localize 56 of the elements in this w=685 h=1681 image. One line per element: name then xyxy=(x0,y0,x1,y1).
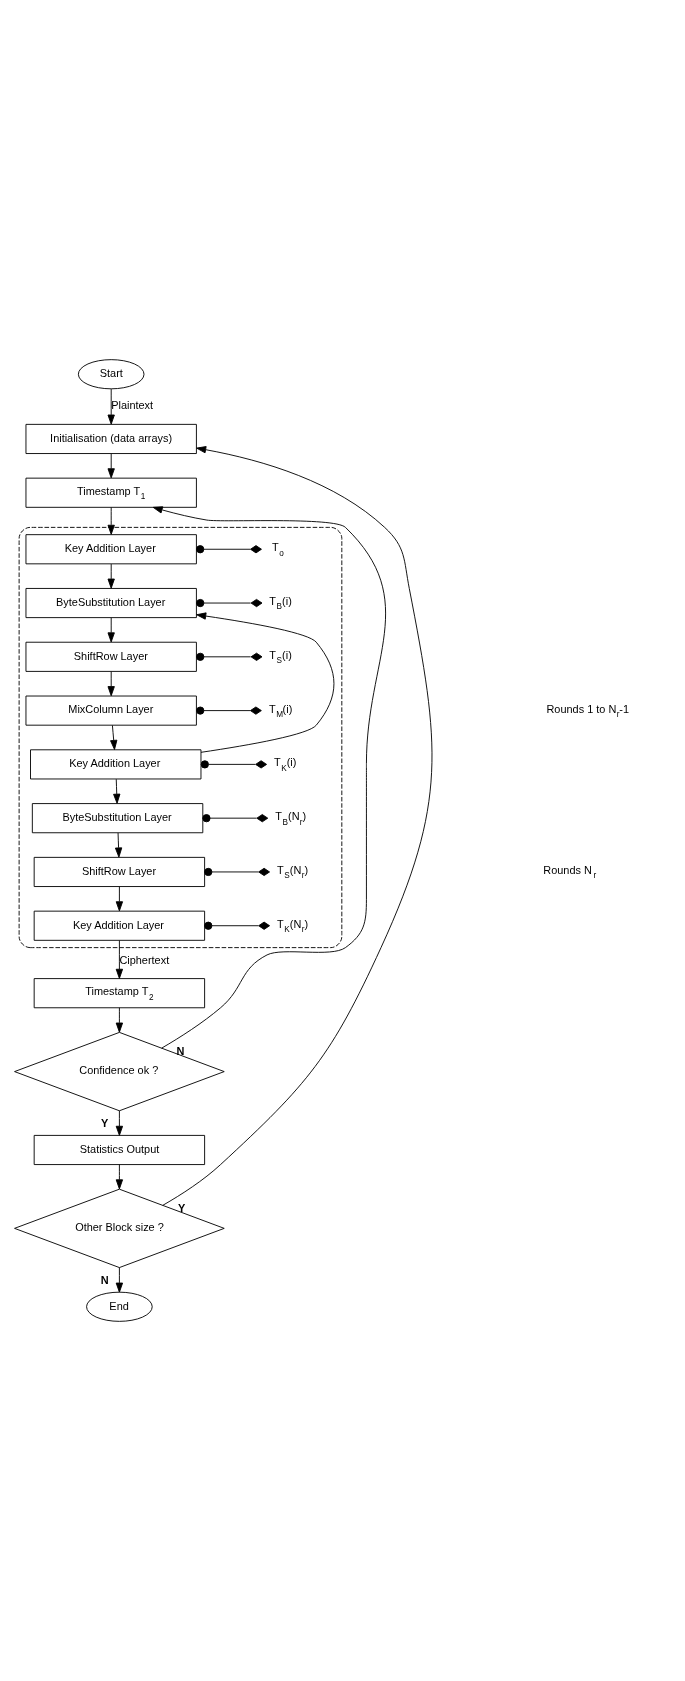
node-ellipse: End xyxy=(86,1291,153,1322)
arrow xyxy=(107,617,115,643)
connector xyxy=(196,652,263,661)
node-text: T$_{B}$(N$_{r}$) xyxy=(275,810,307,827)
edge-label: Ciphertext xyxy=(119,953,170,966)
connector xyxy=(204,921,271,930)
connector xyxy=(196,706,262,715)
edge-label: N xyxy=(100,1273,109,1286)
arrow xyxy=(107,453,115,479)
arrow xyxy=(115,1164,124,1190)
edge-label: N xyxy=(176,1045,185,1058)
node-box: ByteSubstitution Layer xyxy=(25,588,197,619)
node-box: Key Addition Layer xyxy=(33,910,206,941)
arrow xyxy=(152,506,387,1049)
arrow xyxy=(115,1007,124,1033)
arrow xyxy=(115,940,124,979)
connector xyxy=(204,867,271,877)
arrow xyxy=(107,563,115,589)
node-box: Timestamp T$_{2}$ xyxy=(33,978,206,1009)
arrow xyxy=(110,724,118,750)
node-ellipse: Start xyxy=(77,359,145,390)
arrow xyxy=(115,1110,124,1136)
node-text: T$_{K}$(i) xyxy=(273,756,297,773)
edge-label: Y xyxy=(178,1202,186,1215)
connector xyxy=(196,598,263,608)
connector xyxy=(196,545,262,554)
node-box: ByteSubstitution Layer xyxy=(31,803,204,834)
arrow xyxy=(114,832,123,858)
arrow xyxy=(107,671,115,697)
node-text: T$_{S}$(N$_{r}$) xyxy=(277,863,309,881)
arrow xyxy=(196,612,335,753)
arrow xyxy=(115,1267,124,1293)
node-box: ShiftRow Layer xyxy=(25,641,197,672)
label: Rounds 1 to N$_{r}$-1 xyxy=(546,702,630,720)
node-text: T$_{B}$(i) xyxy=(269,594,292,612)
label: Rounds N$_{r}$ xyxy=(543,863,597,881)
node-box: Statistics Output xyxy=(33,1134,206,1165)
arrow xyxy=(162,446,433,1206)
node-box: MixColumn Layer xyxy=(25,695,197,726)
arrow xyxy=(107,507,115,535)
node-box: Key Addition Layer xyxy=(25,534,197,565)
arrow xyxy=(107,388,115,425)
node-text: T$_{o}$ xyxy=(272,541,284,558)
node-box: ShiftRow Layer xyxy=(33,856,206,887)
node-box: Initialisation (data arrays) xyxy=(25,423,197,454)
arrow xyxy=(115,886,124,912)
node-text: T$_{K}$(N$_{r}$) xyxy=(277,917,309,935)
connector xyxy=(202,814,269,823)
node-box: Key Addition Layer xyxy=(30,749,202,780)
connector xyxy=(200,760,268,769)
edge-label: Y xyxy=(101,1116,109,1129)
node-text: T$_{M}$(i) xyxy=(268,702,293,720)
node-box: Timestamp T$_{1}$ xyxy=(25,477,197,508)
arrow xyxy=(113,778,121,804)
node-text: T$_{S}$(i) xyxy=(269,648,292,666)
edge-label: Plaintext xyxy=(111,399,154,412)
